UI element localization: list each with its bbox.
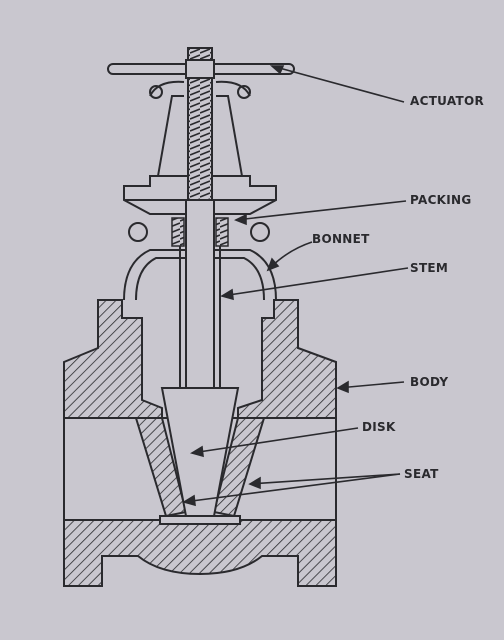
valve-body — [63, 299, 337, 587]
label-body: BODY — [410, 375, 448, 389]
label-bonnet: BONNET — [312, 232, 370, 246]
label-disk: DISK — [362, 420, 396, 434]
seat-leader-1 — [249, 473, 401, 485]
seat-bottom — [159, 515, 241, 525]
disk-leader — [191, 427, 359, 454]
body-left-wall — [63, 299, 163, 419]
body-bottom — [63, 519, 337, 587]
valve-stem — [179, 47, 221, 389]
valve-actuator — [107, 59, 295, 79]
packing-leader — [235, 200, 407, 221]
label-packing: PACKING — [410, 193, 472, 207]
actuator-leader — [271, 65, 405, 103]
body-leader — [337, 381, 405, 389]
body-right-wall — [237, 299, 337, 419]
seat-leader-2 — [183, 473, 401, 503]
stem-leader — [221, 267, 409, 297]
label-stem: STEM — [410, 261, 448, 275]
leader-lines — [181, 65, 409, 507]
valve-packing — [171, 217, 229, 247]
label-actuator: ACTUATOR — [410, 94, 484, 108]
label-seat: SEAT — [404, 467, 439, 481]
